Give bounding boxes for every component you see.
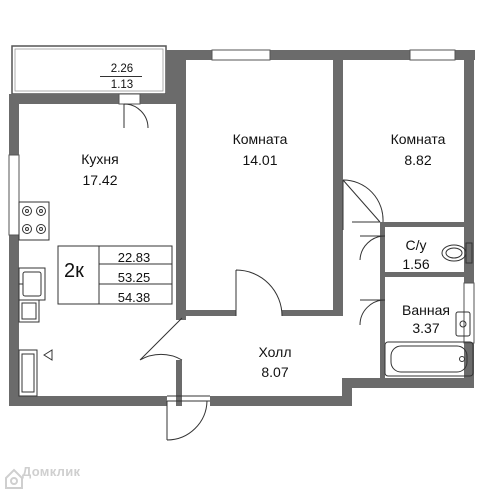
- fridge-icon: [18, 299, 40, 323]
- room1-name: Комната: [232, 131, 288, 147]
- living-area: 22.83: [117, 250, 151, 265]
- bath-area: 3.37: [412, 320, 440, 336]
- interior-walls: [176, 60, 474, 406]
- doors: [123, 103, 386, 441]
- balcony: [11, 45, 167, 95]
- wc-name: С/у: [405, 237, 427, 253]
- balcony-area-divider: [100, 76, 142, 77]
- watermark-text: Домклик: [22, 464, 81, 479]
- boiler-icon: [18, 349, 53, 397]
- kitchen-name: Кухня: [81, 151, 119, 167]
- hall-area: 8.07: [261, 364, 289, 380]
- room2-area: 8.82: [404, 152, 432, 168]
- wc-area: 1.56: [402, 256, 430, 272]
- room1-area: 14.01: [242, 152, 278, 168]
- area-summary-box: [57, 245, 173, 305]
- area-values: 22.83 53.25 54.38: [99, 249, 169, 306]
- bath-name: Ванная: [402, 302, 450, 318]
- outer-walls: [9, 50, 475, 406]
- bathtub-icon: [384, 341, 474, 377]
- kitchen-area: 17.42: [82, 172, 118, 188]
- room-count: 2к: [64, 260, 84, 282]
- sink-icon: [18, 267, 46, 301]
- total-area: 53.25: [117, 270, 151, 285]
- thin-lines: [342, 179, 381, 223]
- hall-name: Холл: [258, 344, 292, 360]
- room2-name: Комната: [390, 131, 446, 147]
- balcony-area-a: 2.26: [110, 63, 134, 75]
- toilet-icon: [441, 242, 473, 264]
- balcony-area-b: 1.13: [110, 79, 134, 91]
- washbasin-icon: [455, 311, 471, 337]
- watermark-logo-icon: [5, 468, 23, 489]
- windows: [8, 49, 475, 344]
- stove-icon: [18, 201, 50, 241]
- total-area-with-balcony: 54.38: [117, 290, 151, 305]
